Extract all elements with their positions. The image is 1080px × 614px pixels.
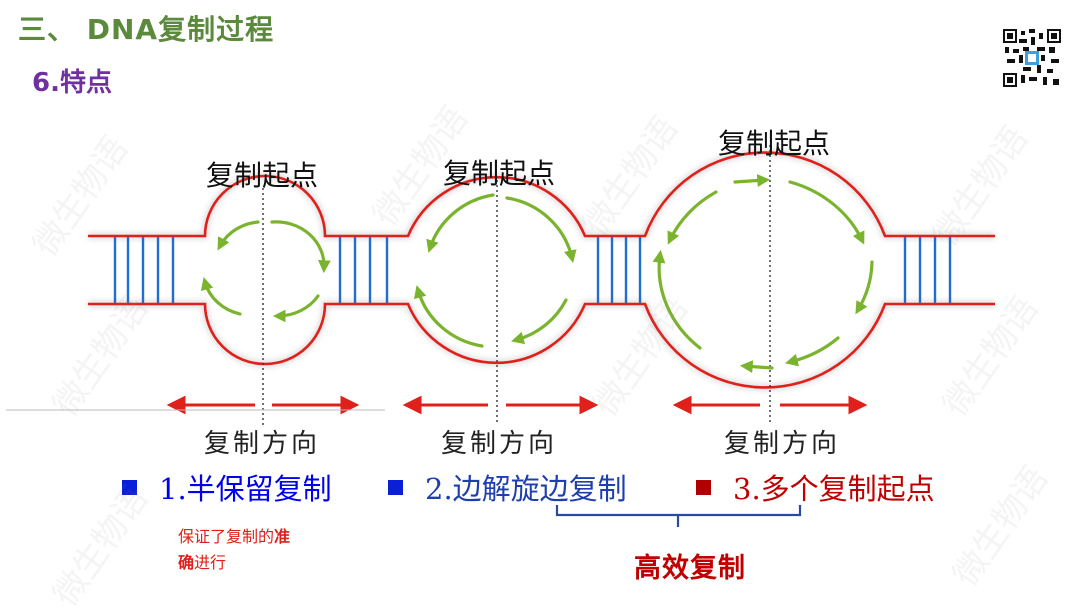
note-emphasis: 准 bbox=[274, 527, 291, 546]
feature-3: 3.多个复制起点 bbox=[696, 466, 935, 508]
feature-1-label: 1.半保留复制 bbox=[159, 472, 332, 506]
origin-label-3: 复制起点 bbox=[717, 127, 831, 160]
accuracy-note: 保证了复制的准 确进行 bbox=[178, 524, 358, 576]
feature-2-label: 2.边解旋边复制 bbox=[425, 472, 627, 506]
page-title: 三、 DNA复制过程 bbox=[18, 13, 275, 46]
new-strand-arrow bbox=[217, 220, 260, 251]
new-strand-arrow bbox=[505, 196, 577, 263]
new-strand-arrow bbox=[733, 174, 771, 187]
note-text: 进行 bbox=[194, 553, 227, 572]
new-strand-arrow bbox=[652, 249, 702, 350]
efficiency-label: 高效复制 bbox=[634, 553, 746, 584]
direction-label-2: 复制方向 bbox=[440, 429, 558, 459]
new-strand-arrow bbox=[785, 336, 840, 367]
feature-3-label: 3.多个复制起点 bbox=[733, 472, 935, 506]
dna-top-strand bbox=[88, 151, 995, 238]
direction-label-3: 复制方向 bbox=[723, 429, 841, 459]
bullet-square bbox=[388, 479, 403, 495]
qr-code-icon bbox=[1003, 29, 1061, 87]
new-strand-arrow bbox=[788, 180, 865, 245]
direction-label-1: 复制方向 bbox=[203, 429, 321, 459]
note-emphasis: 确 bbox=[178, 553, 195, 572]
origin-label-2: 复制起点 bbox=[442, 157, 556, 190]
new-strand-arrow bbox=[855, 260, 874, 315]
new-strand-arrow bbox=[667, 190, 718, 245]
new-strand-arrow bbox=[739, 360, 774, 373]
brace bbox=[555, 505, 802, 527]
new-strand-arrow bbox=[426, 193, 495, 253]
bullet-square bbox=[696, 479, 711, 495]
new-strand-arrow bbox=[200, 277, 242, 316]
new-strand-arrow bbox=[511, 298, 568, 345]
bullet-square bbox=[122, 479, 137, 495]
note-text: 保证了复制的 bbox=[178, 527, 275, 546]
section-subtitle: 6.特点 bbox=[32, 68, 112, 98]
new-strand-arrow bbox=[270, 220, 331, 274]
feature-1: 1.半保留复制 bbox=[122, 466, 332, 508]
dna-bottom-strand bbox=[88, 302, 995, 389]
origin-label-1: 复制起点 bbox=[205, 159, 319, 192]
feature-2: 2.边解旋边复制 bbox=[388, 466, 627, 508]
base-pair-rungs bbox=[113, 236, 952, 304]
new-strand-arrow bbox=[413, 285, 484, 348]
new-strand-arrow bbox=[272, 294, 320, 323]
